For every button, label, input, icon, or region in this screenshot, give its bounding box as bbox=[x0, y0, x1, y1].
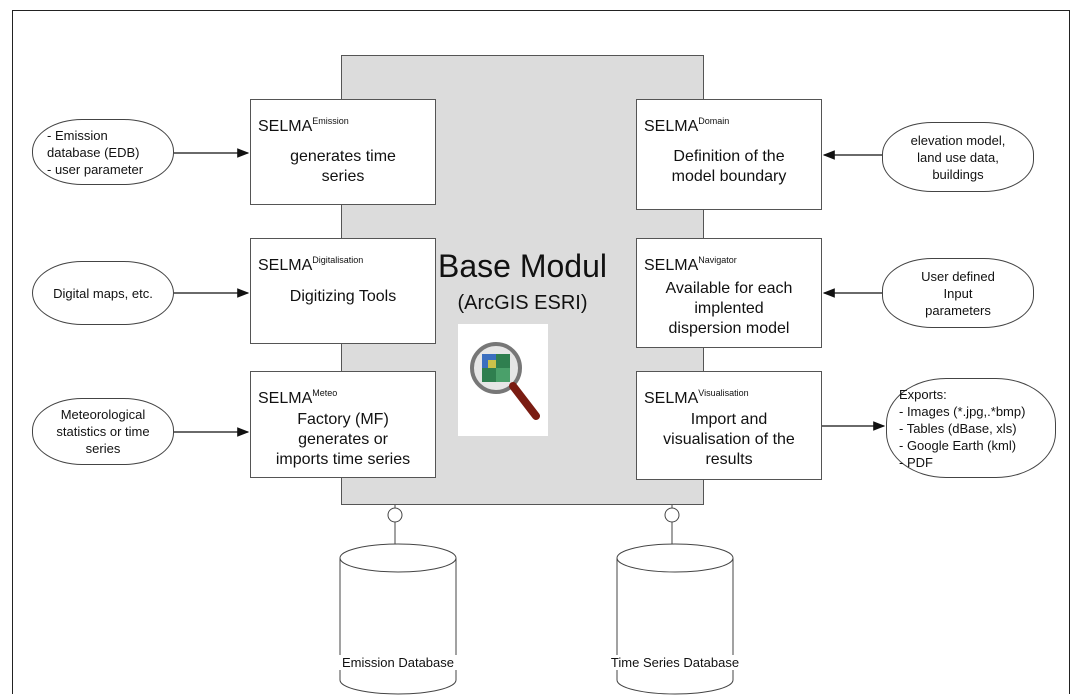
diagram-frame bbox=[12, 10, 1070, 694]
output-exports-text: Exports: - Images (*.jpg,.*bmp) - Tables… bbox=[899, 386, 1026, 470]
module-visualisation: SELMAVisualisation Import and visualisat… bbox=[636, 371, 822, 480]
input-elevation-model: elevation model, land use data, building… bbox=[882, 122, 1034, 192]
module-domain-desc: Definition of the model boundary bbox=[671, 148, 787, 185]
output-exports: Exports: - Images (*.jpg,.*bmp) - Tables… bbox=[886, 378, 1056, 478]
emission-database-label: Emission Database bbox=[331, 655, 465, 670]
module-digitalisation: SELMADigitalisation Digitizing Tools bbox=[250, 238, 436, 344]
base-module-subtitle: (ArcGIS ESRI) bbox=[457, 292, 588, 314]
module-digitalisation-heading: SELMADigitalisation bbox=[258, 255, 364, 274]
module-meteo: SELMAMeteo Factory (MF) generates or imp… bbox=[250, 371, 436, 478]
module-visualisation-desc: Import and visualisation of the results bbox=[663, 411, 795, 468]
connector-timeseries-db-node bbox=[664, 507, 680, 523]
module-emission-heading: SELMAEmission bbox=[258, 116, 349, 135]
module-domain-heading: SELMADomain bbox=[644, 116, 730, 135]
module-emission-desc: generates time series bbox=[290, 148, 396, 185]
emission-database-cylinder bbox=[339, 543, 457, 695]
input-user-parameters: User defined Input parameters bbox=[882, 258, 1034, 328]
input-elevation-model-text: elevation model, land use data, building… bbox=[910, 132, 1006, 182]
input-emission-database: - Emission database (EDB) - user paramet… bbox=[32, 119, 174, 185]
timeseries-database-label: Time Series Database bbox=[596, 655, 754, 670]
module-navigator: SELMANavigator Available for each implen… bbox=[636, 238, 822, 348]
module-navigator-heading: SELMANavigator bbox=[644, 255, 737, 274]
input-meteorological-text: Meteorological statistics or time series bbox=[56, 407, 150, 456]
module-emission: SELMAEmission generates time series bbox=[250, 99, 436, 205]
module-domain: SELMADomain Definition of the model boun… bbox=[636, 99, 822, 210]
input-digital-maps-text: Digital maps, etc. bbox=[53, 285, 153, 301]
connector-emission-db-node bbox=[387, 507, 403, 523]
input-user-parameters-text: User defined Input parameters bbox=[921, 268, 995, 318]
timeseries-database-cylinder bbox=[616, 543, 734, 695]
module-navigator-desc: Available for each implented dispersion … bbox=[665, 280, 793, 337]
module-meteo-desc: Factory (MF) generates or imports time s… bbox=[275, 411, 411, 468]
magnifier-map-icon bbox=[458, 324, 548, 436]
module-digitalisation-desc: Digitizing Tools bbox=[289, 288, 397, 305]
input-meteorological: Meteorological statistics or time series bbox=[32, 398, 174, 465]
input-emission-database-text: - Emission database (EDB) - user paramet… bbox=[47, 127, 144, 177]
base-module-title: Base Modul bbox=[438, 248, 607, 284]
module-visualisation-heading: SELMAVisualisation bbox=[644, 388, 749, 407]
module-meteo-heading: SELMAMeteo bbox=[258, 388, 338, 407]
input-digital-maps: Digital maps, etc. bbox=[32, 261, 174, 325]
